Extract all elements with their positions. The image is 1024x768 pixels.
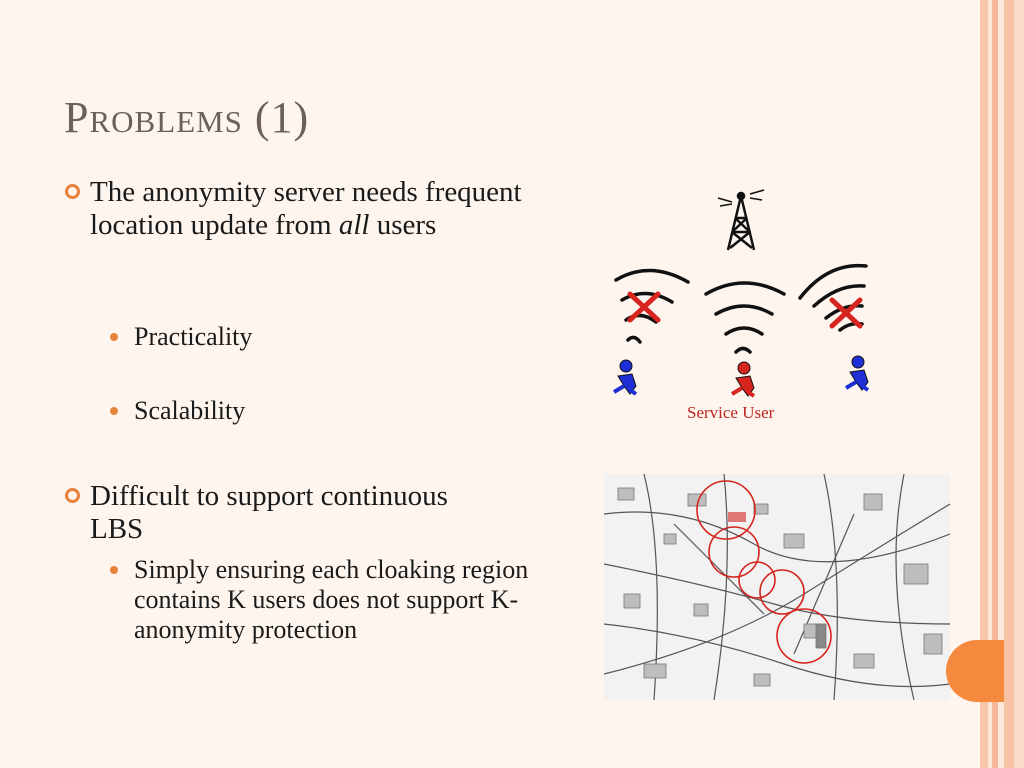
sub-bullet-dot-icon <box>110 333 118 341</box>
orange-tab-decoration <box>946 640 1004 702</box>
bullet-continuous-lbs: Difficult to support continuous LBS <box>65 480 450 546</box>
antenna-tower-icon <box>717 189 765 251</box>
sub-bullet-scalability: Scalability <box>110 396 594 426</box>
running-person-icon <box>612 359 638 396</box>
signal-waves-icon <box>704 281 786 354</box>
bullet-marker-icon <box>65 488 80 503</box>
figure-caption: Service User <box>687 403 775 422</box>
red-x-icon <box>829 297 863 329</box>
bullet-anonymity-server: The anonymity server needs frequent loca… <box>65 176 590 242</box>
sub-bullet-cloaking: Simply ensuring each cloaking region con… <box>110 555 584 645</box>
running-person-icon <box>730 361 756 398</box>
sub-bullet-dot-icon <box>110 566 118 574</box>
sub-bullet-practicality: Practicality <box>110 322 594 352</box>
sub-bullet-dot-icon <box>110 407 118 415</box>
service-users-figure <box>612 189 870 398</box>
bullet-marker-icon <box>65 184 80 199</box>
red-x-icon <box>627 291 661 323</box>
signal-waves-icon <box>614 268 690 344</box>
city-map-image <box>604 474 950 700</box>
slide-title: Problems (1) <box>64 93 310 142</box>
running-person-icon <box>844 355 870 392</box>
frame-stripes <box>980 0 1024 768</box>
